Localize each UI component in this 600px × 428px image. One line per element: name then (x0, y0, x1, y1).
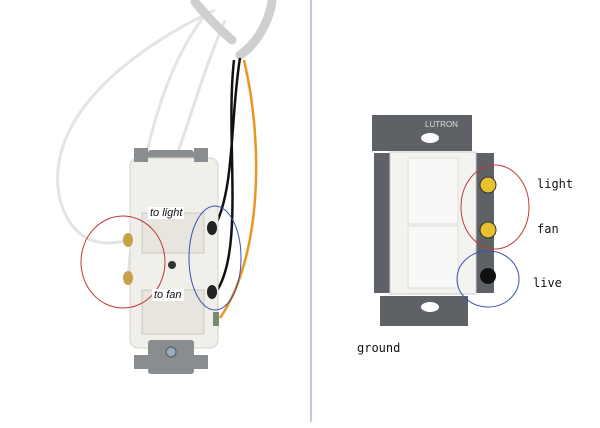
yellow-screw-fan (479, 221, 497, 239)
label-light: light (537, 177, 574, 191)
label-to-fan: to fan (152, 289, 184, 301)
ground-screw-left (213, 312, 219, 326)
label-fan: fan (537, 222, 559, 236)
red-circle-right (460, 164, 530, 250)
cable-sheaths (190, 0, 277, 60)
black-screw-top (207, 221, 217, 235)
brass-screw-top (123, 233, 133, 247)
duplex-switch (129, 148, 219, 374)
blue-circle-right (456, 250, 520, 308)
blue-circle-left (188, 205, 242, 311)
yellow-screw-light (479, 176, 497, 194)
black-screw-bottom (207, 285, 217, 299)
label-live: live (533, 276, 562, 290)
label-to-light: to light (148, 207, 185, 219)
label-ground: ground (357, 341, 401, 355)
brass-screw-bottom (123, 271, 133, 285)
red-circle-left (80, 215, 166, 309)
brand-logo: LUTRON (425, 120, 458, 129)
black-screw-live (480, 268, 496, 284)
lutron-switch: LUTRON (372, 115, 494, 326)
black-wire-fan (214, 59, 236, 293)
